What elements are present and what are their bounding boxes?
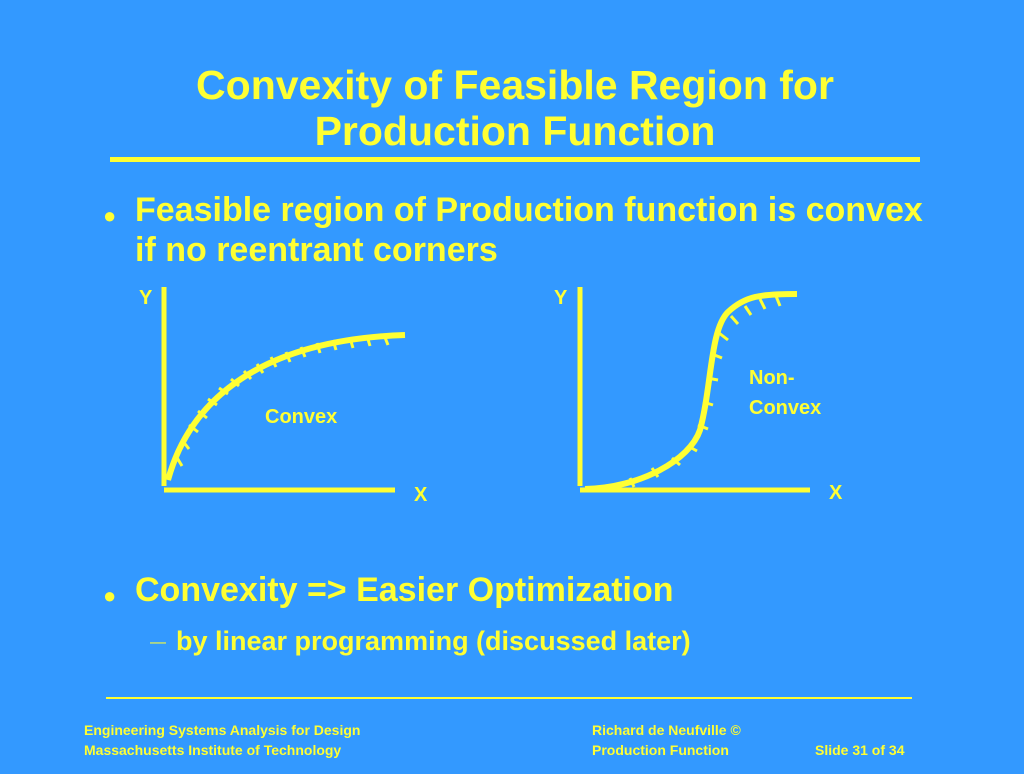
nonconvex-curve: [584, 291, 798, 492]
nonconvex-y-label: Y: [554, 287, 568, 309]
title-underline: [110, 157, 920, 162]
slide-title: Convexity of Feasible Region for Product…: [196, 62, 834, 154]
convex-y-label: Y: [139, 287, 153, 309]
nonconvex-region-label-1: Non-: [749, 367, 795, 389]
footer-left: Engineering Systems Analysis for Design …: [84, 720, 360, 760]
bullet-2-text: Convexity => Easier Optimization: [135, 571, 674, 609]
bullet-1-text: Feasible region of Production function i…: [135, 191, 923, 269]
footer-author: Richard de Neufville ©: [592, 722, 741, 738]
footer-course: Engineering Systems Analysis for Design: [84, 722, 361, 738]
nonconvex-hatching: [604, 295, 782, 493]
footer-right: Richard de Neufville © Production Functi…: [592, 720, 741, 760]
sub-bullet: — by linear programming (discussed later): [150, 624, 691, 660]
nonconvex-diagram: Y X Non- Convex: [554, 287, 843, 504]
bullet-dot: ●: [103, 203, 117, 228]
sub-bullet-text: by linear programming (discussed later): [176, 626, 691, 656]
nonconvex-region-label-2: Convex: [749, 397, 821, 419]
footer-institution: Massachusetts Institute of Technology: [84, 742, 342, 758]
convex-curve: [165, 332, 406, 481]
bullet-1: ● Feasible region of Production function…: [103, 190, 923, 270]
convex-region-label: Convex: [265, 406, 337, 428]
footer-topic: Production Function: [592, 742, 729, 758]
bullet-2: ● Convexity => Easier Optimization: [103, 570, 923, 610]
convex-hatching: [174, 334, 390, 467]
sub-bullet-dash: —: [150, 633, 166, 651]
slide-number: Slide 31 of 34: [815, 742, 905, 758]
convex-diagram: Y X Convex: [139, 287, 428, 506]
nonconvex-x-label: X: [829, 482, 843, 504]
convex-x-label: X: [414, 484, 428, 506]
footer-divider: [106, 697, 912, 699]
bullet-dot: ●: [103, 583, 117, 608]
